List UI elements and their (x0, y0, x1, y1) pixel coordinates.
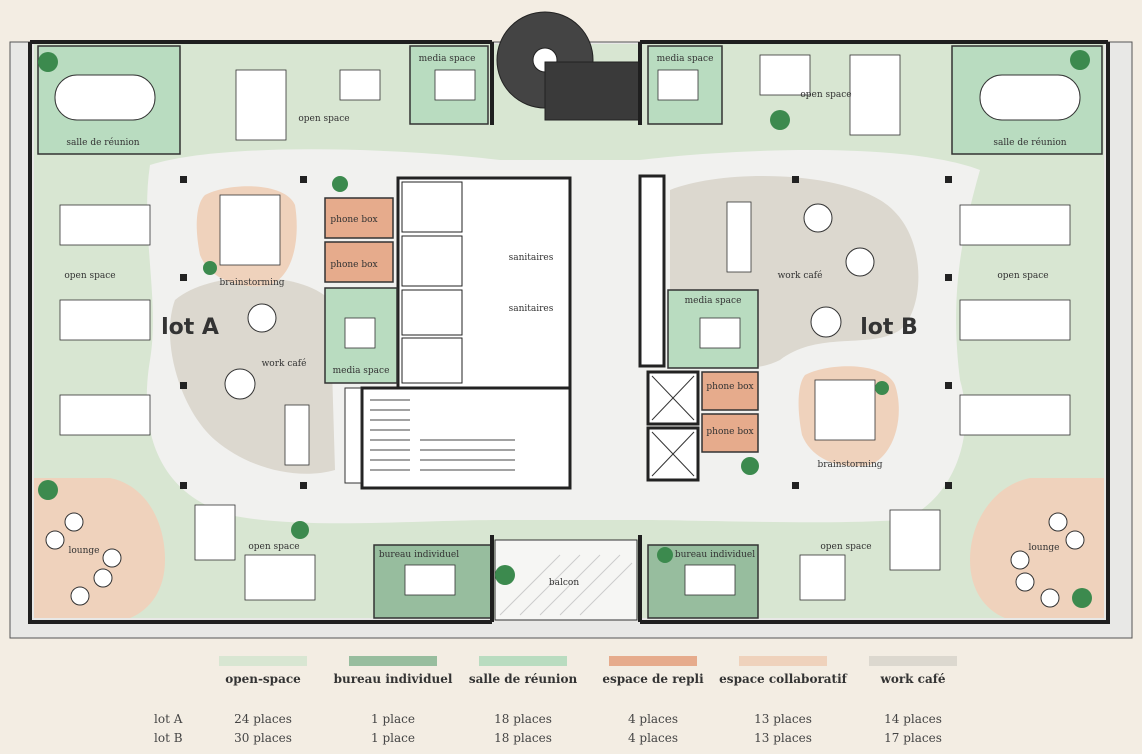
label-phone-box-a2: phone box (330, 260, 377, 270)
label-bureau-individuel-b: bureau individuel (675, 550, 755, 560)
desks (59, 54, 1071, 601)
balcon-area (494, 539, 638, 621)
lounge-a-area (34, 478, 165, 618)
label-open-space-a-left: open space (64, 271, 115, 281)
legend-row-label-lot-a: lot A (154, 712, 183, 726)
phone-box-b2 (701, 413, 759, 453)
elevator-marks (651, 375, 695, 477)
core-b-wall (638, 174, 666, 368)
lot-a-label: lot A (161, 315, 219, 340)
legend-row-label-lot-b: lot B (154, 731, 183, 745)
stair-landing (544, 61, 641, 121)
label-work-cafe-a: work café (262, 358, 307, 369)
label-balcon: balcon (549, 578, 579, 588)
legend-label-salle-de-reunion: salle de réunion (468, 672, 578, 686)
label-lounge-b: lounge (1029, 543, 1060, 553)
legend-label-open-space: open-space (225, 672, 301, 686)
label-phone-box-b2: phone box (706, 427, 753, 437)
phone-box-a1 (324, 197, 394, 239)
columns (180, 176, 952, 489)
round-tables (45, 203, 1085, 608)
legend-label-espace-collaboratif: espace collaboratif (719, 672, 847, 686)
legend-value: 18 places (494, 731, 552, 745)
table-oval-a (54, 74, 156, 121)
label-media-space-b: media space (685, 296, 742, 306)
lot-b-label: lot B (860, 315, 918, 340)
label-salle-reunion-a: salle de réunion (66, 137, 139, 148)
phone-box-b1 (701, 371, 759, 411)
outer-walls (28, 40, 1110, 624)
legend-swatch-espace-collaboratif (739, 656, 827, 666)
legend-label-work-cafe: work café (880, 672, 946, 686)
label-bureau-individuel-a: bureau individuel (379, 550, 459, 560)
legend-value: 30 places (234, 731, 292, 745)
lounge-b-area (970, 478, 1104, 618)
legend-value: 18 places (494, 712, 552, 726)
label-open-space-b-bottom: open space (820, 542, 871, 552)
label-brainstorming-b: brainstorming (817, 460, 882, 470)
label-open-space-b-top: open space (800, 90, 851, 100)
stair-steps (370, 399, 515, 471)
label-phone-box-a1: phone box (330, 215, 377, 225)
label-open-space-a-top: open space (298, 114, 349, 124)
toilet-stalls (401, 181, 463, 384)
legend-swatch-bureau-individuel (349, 656, 437, 666)
label-open-space-b-right: open space (997, 271, 1048, 281)
legend: open-space bureau individuel salle de ré… (0, 652, 1142, 754)
kitchen-a (344, 387, 362, 484)
plants (38, 50, 1092, 608)
legend-value: 4 places (627, 731, 679, 745)
label-phone-box-b1: phone box (706, 382, 753, 392)
floor-plan: salle de réunion salle de réunion open s… (9, 11, 1133, 639)
legend-swatch-work-cafe (869, 656, 957, 666)
legend-swatch-espace-de-repli (609, 656, 697, 666)
phone-box-a2 (324, 241, 394, 283)
table-oval-b (979, 74, 1081, 121)
legend-value: 13 places (754, 731, 812, 745)
label-open-space-a-bottom: open space (248, 542, 299, 552)
legend-swatch-open-space (219, 656, 307, 666)
label-sanitaires-2: sanitaires (509, 304, 554, 314)
legend-value: 1 place (371, 712, 415, 726)
legend-value: 17 places (884, 731, 942, 745)
legend-label-bureau-individuel: bureau individuel (333, 672, 453, 686)
label-media-space-top-b: media space (657, 54, 714, 64)
label-media-space-top-a: media space (419, 54, 476, 64)
legend-value: 4 places (627, 712, 679, 726)
label-brainstorming-a: brainstorming (219, 278, 284, 288)
label-salle-reunion-b: salle de réunion (993, 137, 1066, 148)
legend-value: 13 places (754, 712, 812, 726)
legend-swatch-salle-de-reunion (479, 656, 567, 666)
label-media-space-a: media space (333, 366, 390, 376)
label-work-cafe-b: work café (778, 270, 823, 281)
legend-value: 1 place (371, 731, 415, 745)
legend-value: 14 places (884, 712, 942, 726)
label-sanitaires-1: sanitaires (509, 253, 554, 263)
legend-value: 24 places (234, 712, 292, 726)
label-lounge-a: lounge (69, 546, 100, 556)
balcon-hatch (499, 554, 633, 616)
stair-block (360, 386, 572, 490)
legend-label-espace-de-repli: espace de repli (602, 672, 704, 686)
